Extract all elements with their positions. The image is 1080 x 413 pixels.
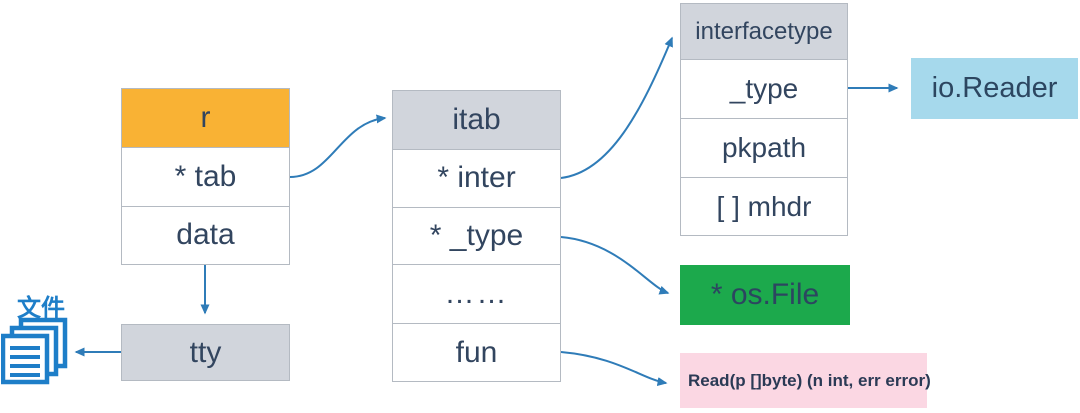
r-box-row-tab: * tab [122, 147, 289, 206]
r-box-header: r [122, 89, 289, 148]
os-file-box: * os.File [680, 265, 850, 325]
interfacetype-box-row-type: _type [681, 59, 847, 118]
io-reader-box: io.Reader [911, 58, 1078, 119]
interfacetype-box: interfacetype _type pkpath [ ] mhdr [680, 3, 848, 236]
interfacetype-box-header: interfacetype [681, 4, 847, 59]
r-struct-box: r * tab data [121, 88, 290, 265]
arrow-type-to-osfile [560, 236, 670, 295]
arrow-fun-to-read [560, 351, 668, 387]
itab-box-row-type: * _type [393, 206, 560, 265]
file-icon-label: 文件 [17, 295, 65, 322]
read-method-box: Read(p []byte) (n int, err error) [680, 353, 931, 408]
itab-box-row-ellipsis: …… [393, 264, 560, 324]
arrow-inter-to-interfacetype [560, 36, 673, 179]
itab-box: itab * inter * _type …… fun [392, 90, 561, 382]
itab-box-row-fun: fun [393, 323, 560, 381]
interfacetype-box-row-mhdr: [ ] mhdr [681, 177, 847, 235]
file-stack-icon [1, 317, 68, 385]
interfacetype-box-row-pkpath: pkpath [681, 118, 847, 177]
r-box-row-data: data [122, 205, 289, 265]
tty-box: tty [121, 324, 290, 381]
itab-box-header: itab [393, 91, 560, 149]
arrow-tab-to-itab [289, 114, 387, 178]
itab-box-row-inter: * inter [393, 148, 560, 207]
tty-box-label: tty [122, 325, 289, 380]
